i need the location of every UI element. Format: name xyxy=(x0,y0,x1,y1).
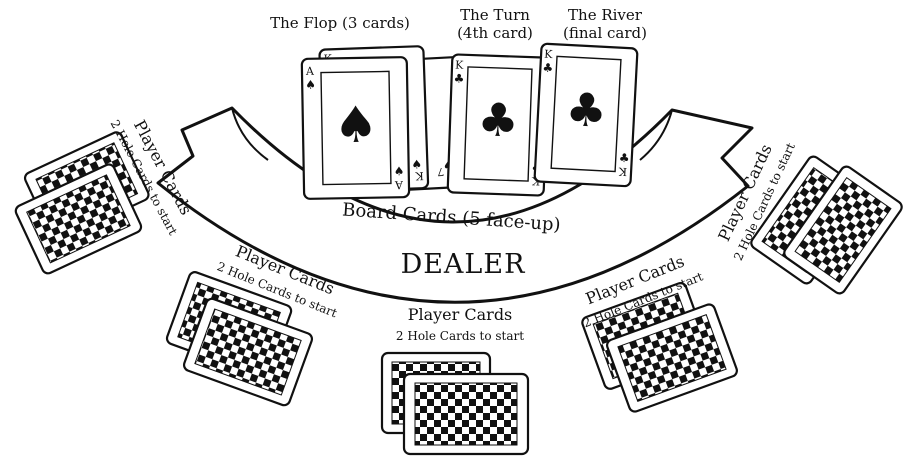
svg-text:K: K xyxy=(544,48,554,61)
river-label: The River xyxy=(568,6,643,24)
dealer-label: DEALER xyxy=(401,249,526,280)
svg-text:♣: ♣ xyxy=(618,151,629,166)
svg-text:♠: ♠ xyxy=(394,164,405,178)
svg-text:Player Cards: Player Cards xyxy=(408,305,513,324)
turn-card: K ♣ ♣ ♣ K xyxy=(448,54,549,195)
river-club-pip: ♣ xyxy=(564,82,608,138)
flop-card-1: A ♠ ♠ ♠ A xyxy=(302,57,409,199)
flop-label: The Flop (3 cards) xyxy=(270,14,410,32)
turn-sub-label: (4th card) xyxy=(457,24,533,42)
svg-text:K: K xyxy=(415,169,424,182)
svg-text:K: K xyxy=(455,58,464,71)
turn-club-pip: ♣ xyxy=(477,92,520,147)
player-label-3: Player Cards 2 Hole Cards to start xyxy=(396,305,524,343)
svg-text:♠: ♠ xyxy=(305,78,316,92)
svg-text:2 Hole Cards to start: 2 Hole Cards to start xyxy=(396,329,524,343)
river-sub-label: (final card) xyxy=(563,24,647,42)
svg-text:A: A xyxy=(305,65,315,78)
svg-text:♣: ♣ xyxy=(453,71,464,85)
turn-label: The Turn xyxy=(460,6,530,24)
player-hand-3 xyxy=(382,353,528,454)
svg-text:A: A xyxy=(394,178,404,191)
river-card: K ♣ ♣ ♣ K xyxy=(534,44,637,187)
svg-text:♣: ♣ xyxy=(542,61,553,76)
ace-spade-pip: ♠ xyxy=(333,96,379,155)
svg-text:K: K xyxy=(618,165,628,178)
